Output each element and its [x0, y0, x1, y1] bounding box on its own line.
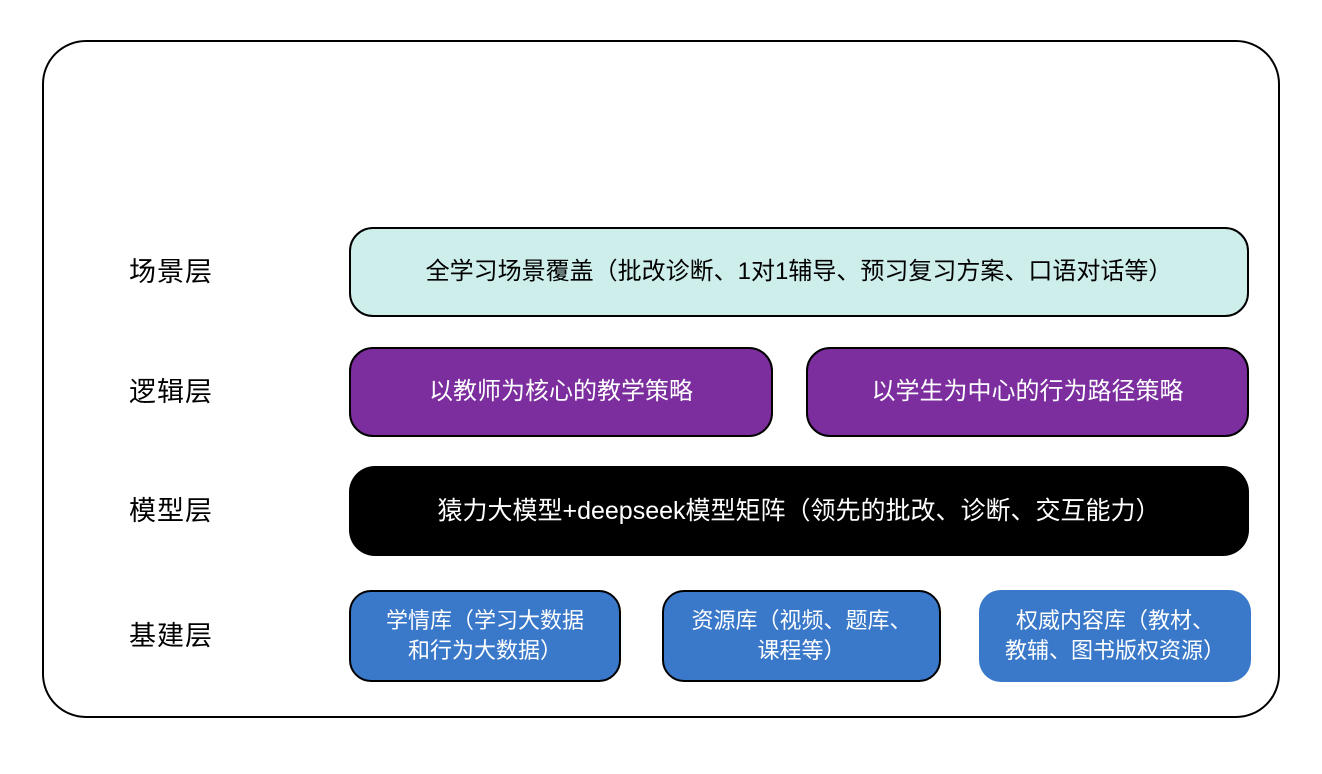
infra-authoritative-content-line2: 教辅、图书版权资源） [1004, 638, 1225, 663]
infra-learning-data-box: 学情库（学习大数据 和行为大数据） [349, 590, 621, 682]
logic-teacher-strategy-text: 以教师为核心的教学策略 [429, 378, 693, 405]
scene-coverage-text: 全学习场景覆盖（批改诊断、1对1辅导、预习复习方案、口语对话等） [425, 258, 1173, 285]
infra-resource-db-box: 资源库（视频、题库、 课程等） [662, 590, 941, 682]
logic-student-strategy-box: 以学生为中心的行为路径策略 [806, 347, 1249, 437]
logic-teacher-strategy-box: 以教师为核心的教学策略 [349, 347, 773, 437]
infra-learning-data-line2: 和行为大数据） [407, 638, 562, 663]
model-matrix-text: 猿力大模型+deepseek模型矩阵（领先的批改、诊断、交互能力） [437, 496, 1161, 525]
infra-learning-data-line1: 学情库（学习大数据 [385, 608, 584, 633]
diagram-outer-frame: 场景层 逻辑层 模型层 基建层 全学习场景覆盖（批改诊断、1对1辅导、预习复习方… [42, 40, 1280, 718]
row-label-model-layer: 模型层 [129, 496, 213, 526]
infra-resource-db-line1: 资源库（视频、题库、 [691, 608, 912, 633]
infra-authoritative-content-box: 权威内容库（教材、 教辅、图书版权资源） [979, 590, 1251, 682]
row-label-infra-layer: 基建层 [129, 621, 213, 651]
scene-coverage-box: 全学习场景覆盖（批改诊断、1对1辅导、预习复习方案、口语对话等） [349, 227, 1249, 317]
model-matrix-box: 猿力大模型+deepseek模型矩阵（领先的批改、诊断、交互能力） [349, 466, 1249, 556]
row-label-logic-layer: 逻辑层 [129, 377, 213, 407]
logic-student-strategy-text: 以学生为中心的行为路径策略 [871, 378, 1184, 405]
infra-authoritative-content-line1: 权威内容库（教材、 [1015, 608, 1214, 633]
infra-resource-db-line2: 课程等） [757, 638, 846, 663]
row-label-scene-layer: 场景层 [129, 257, 213, 287]
